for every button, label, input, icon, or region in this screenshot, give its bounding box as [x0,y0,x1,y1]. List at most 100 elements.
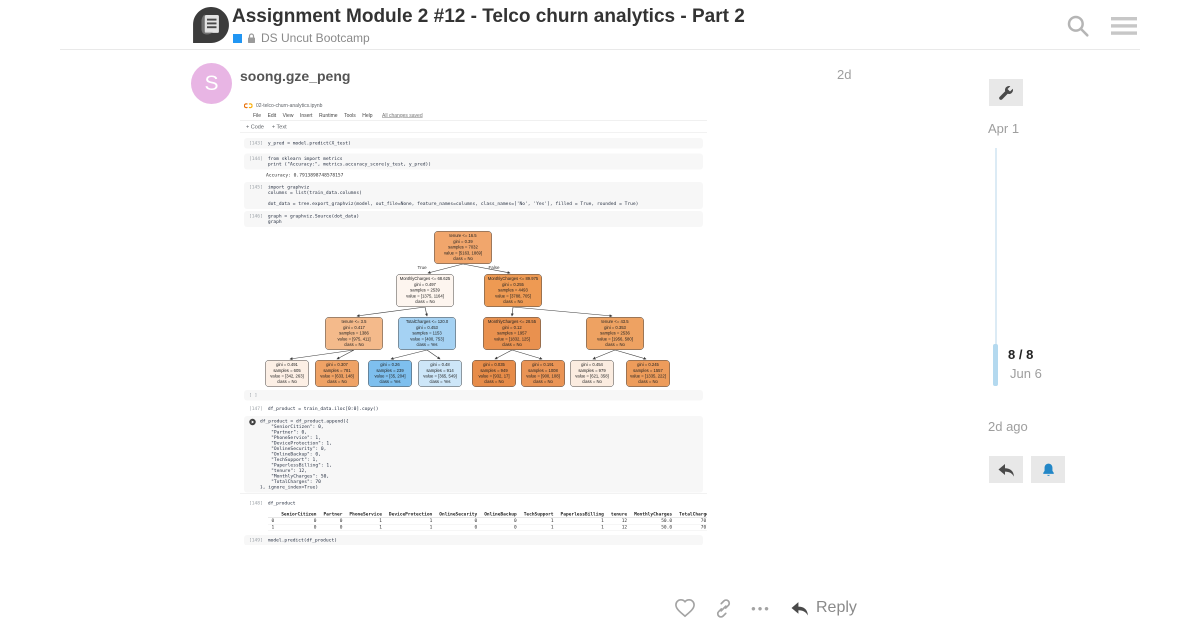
reply-arrow-icon [998,463,1014,477]
notebook-toolbar: + Code + Text [240,121,707,133]
timeline-current-date: Jun 6 [1010,366,1042,381]
notebook-content: 02-telco-churn-analytics.ipynb File Edit… [240,100,707,545]
search-icon[interactable] [1062,10,1094,42]
menu-runtime[interactable]: Runtime [318,113,338,119]
timeline-position: 8 / 8 [1008,347,1034,362]
tree-node: tenure <= 16.5 gini = 0.39 samples = 703… [434,231,492,264]
category-name: DS Uncut Bootcamp [261,31,370,45]
cell-prompt: [146] [249,213,263,220]
notifications-button[interactable] [1031,456,1065,483]
category-color-badge [233,33,242,43]
tree-true-label: True [417,265,427,270]
cell-code: import graphviz columns = list(train_dat… [267,184,639,207]
post-username[interactable]: soong.gze_peng [240,68,351,84]
menu-tools[interactable]: Tools [344,113,356,119]
tree-node: tenure <= 3.5 gini = 0.417 samples = 138… [325,317,383,350]
code-cell-146[interactable]: [146] graph = graphviz.Source(dot_data) … [244,211,703,227]
site-header: Assignment Module 2 #12 - Telco churn an… [0,0,1200,50]
code-cell-144[interactable]: [144] from sklearn import metrics print … [244,153,703,170]
header-icons [1062,10,1140,42]
code-cell-145[interactable]: [145] import graphviz columns = list(tra… [244,182,703,209]
cell-prompt: [147] [249,406,263,412]
code-cell-143[interactable]: [143] y_pred = model.predict(X_test) [244,138,703,149]
notebook-titlebar: 02-telco-churn-analytics.ipynb [240,100,707,111]
tree-leaf: gini = 0.191 samples = 1008 value = [900… [521,360,565,387]
menu-insert[interactable]: Insert [299,113,313,119]
tree-node: MonthlyCharges <= 28.55 gini = 0.12 samp… [483,317,541,350]
post-action-bar: ••• Reply [0,593,880,627]
tree-leaf: gini = 0.035 samples = 949 value = [932,… [472,360,516,387]
cell-prompt: [149] [249,537,263,544]
cell-code: df_product = train_data.iloc[0:0].copy() [267,406,379,412]
speech-bubble-icon [193,7,229,43]
menu-help[interactable]: Help [362,113,373,119]
topic-title[interactable]: Assignment Module 2 #12 - Telco churn an… [232,6,745,27]
tree-node: TotalCharges <= 120.0 gini = 0.453 sampl… [398,317,456,350]
code-cell-append[interactable]: df_product = df_product.append({ "Senior… [244,416,703,493]
tree-node: MonthlyCharges <= 68.625 gini = 0.497 sa… [396,274,454,307]
cell-prompt: [143] [249,140,263,147]
link-icon [716,598,730,618]
append-cell-wrapper: df_product = df_product.append({ "Senior… [240,416,707,494]
like-button[interactable] [668,593,702,623]
admin-wrench-button[interactable] [989,79,1023,106]
cell-code: graph = graphviz.Source(dot_data) graph [267,213,360,225]
timeline-last-activity[interactable]: 2d ago [988,419,1028,434]
tree-node: MonthlyCharges <= 89.975 gini = 0.255 sa… [484,274,542,307]
post-timestamp[interactable]: 2d [837,67,852,82]
bell-icon [1042,463,1054,476]
avatar[interactable]: S [191,63,232,104]
cell-prompt: [145] [249,184,263,191]
autosave-status: All changes saved [382,113,423,119]
decision-tree-diagram: True False tenure <= 16.5 gini = 0.39 sa… [240,229,707,387]
menu-edit[interactable]: Edit [267,113,277,119]
topic-reply-button[interactable] [989,456,1023,483]
notebook-filename: 02-telco-churn-analytics.ipynb [256,102,323,109]
tree-leaf: gini = 0.307 samples = 781 value = [633,… [315,360,359,387]
wrench-icon [999,85,1014,100]
header-divider [60,49,1140,50]
category-breadcrumb[interactable]: DS Uncut Bootcamp [233,31,370,45]
tree-leaf: gini = 0.245 samples = 1557 value = [133… [626,360,670,387]
timeline-start-date[interactable]: Apr 1 [988,121,1020,136]
hamburger-menu-icon[interactable] [1108,10,1140,42]
timeline-scrubber[interactable] [993,344,998,386]
heart-icon [675,598,695,618]
reply-arrow-icon [791,601,808,615]
menu-view[interactable]: View [282,113,294,119]
menu-file[interactable]: File [253,113,262,119]
code-cell-147[interactable]: [147] df_product = train_data.iloc[0:0].… [244,403,703,414]
reply-button[interactable]: Reply [791,593,857,623]
post-image-notebook-screenshot[interactable]: 02-telco-churn-analytics.ipynb File Edit… [240,100,707,545]
cell-code: y_pred = model.predict(X_test) [267,140,351,147]
site-logo-icon[interactable] [192,6,230,44]
cell-code: df_product = df_product.append({ "Senior… [260,418,349,491]
tree-leaf: gini = 0.26 samples = 239 value = [35, 2… [368,360,412,387]
lock-icon [248,32,255,43]
cell-output-accuracy: Accuracy: 0.7913898748578157 [266,172,344,179]
tree-leaf: gini = 0.491 samples = 605 value = [342,… [265,360,309,387]
cell-prompt: [144] [249,156,263,162]
cell-code: model.predict(df_product) [267,537,337,544]
show-more-button[interactable]: ••• [744,593,778,623]
cell-prompt: [148] [249,500,263,507]
reply-label: Reply [816,599,857,616]
code-cell-148[interactable]: [148] df_product [244,498,703,509]
tree-leaf: gini = 0.454 samples = 979 value = [621,… [570,360,614,387]
add-code-button[interactable]: + Code [246,123,264,130]
cell-code: df_product [267,500,296,507]
add-text-button[interactable]: + Text [271,123,287,130]
tree-false-label: False [488,265,500,270]
cell-prompt: [ ] [249,392,258,399]
share-link-button[interactable] [706,593,740,623]
colab-logo-icon [244,103,253,108]
tree-edges [289,263,647,361]
code-cell-149[interactable]: [149] model.predict(df_product) [244,535,703,545]
ellipsis-icon: ••• [751,600,771,616]
code-cell-empty[interactable]: [ ] [244,390,703,401]
notebook-menubar: File Edit View Insert Runtime Tools Help… [240,111,707,121]
timeline-track[interactable] [995,148,997,386]
run-cell-icon[interactable] [249,418,256,426]
